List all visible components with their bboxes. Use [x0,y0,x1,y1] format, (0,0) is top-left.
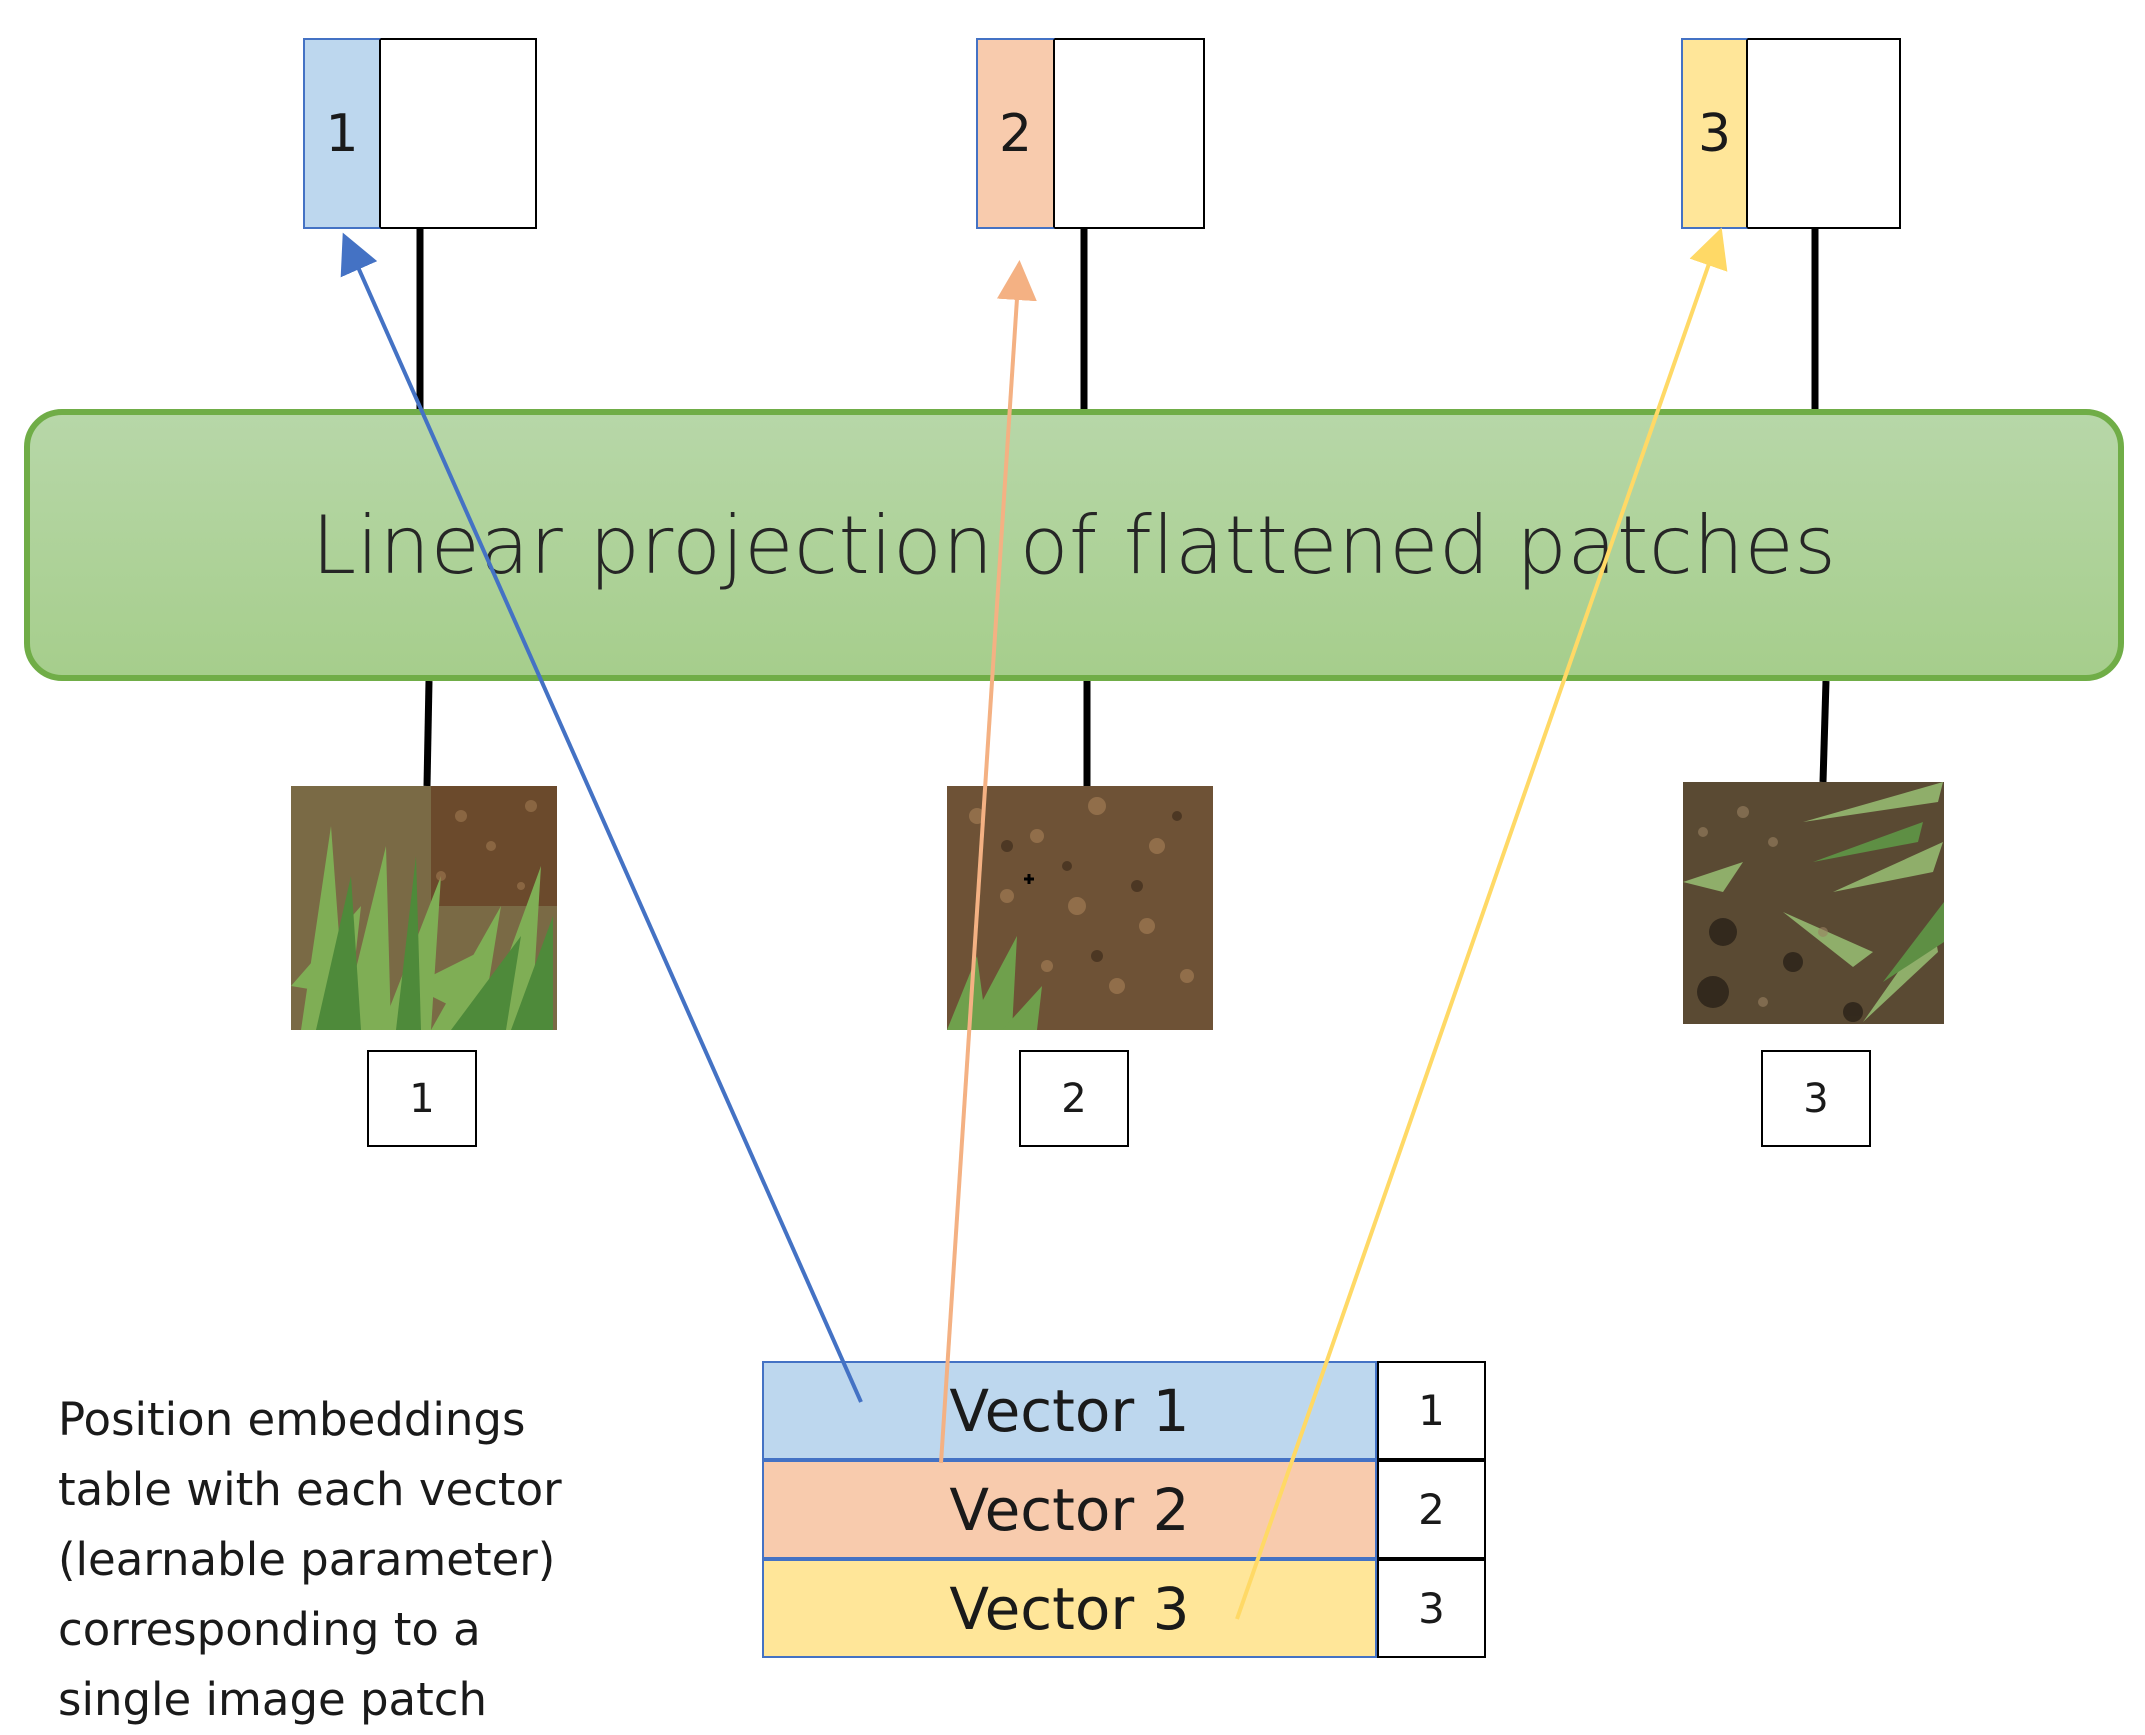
output-token-1-embedding [381,38,537,229]
caption-line: single image patch [58,1673,488,1726]
arrow-vector-2 [939,260,1037,1464]
linear-projection-label: Linear projection of flattened patches [311,498,1837,592]
position-embedding-index-2: 2 [1377,1460,1486,1559]
image-patch-2 [947,786,1213,1030]
output-token-1: 1 [303,38,537,229]
caption-line: (learnable parameter) [58,1533,556,1586]
output-token-2-embedding [1055,38,1205,229]
connector-line [1819,680,1830,783]
caption-line: corresponding to a [58,1603,481,1656]
arrow-vector-3 [1235,227,1728,1620]
image-patch-1 [291,786,557,1030]
output-token-2: 2 [976,38,1205,229]
position-embedding-index-1: 1 [1377,1361,1486,1460]
patch-index-3: 3 [1761,1050,1871,1147]
patch-index-2: 2 [1019,1050,1129,1147]
patch-index-1: 1 [367,1050,477,1147]
caption-line: Position embeddings [58,1393,526,1446]
output-token-2-position: 2 [976,38,1055,229]
connector-line [423,680,433,787]
output-token-1-position: 1 [303,38,381,229]
position-embeddings-caption: Position embeddings table with each vect… [58,1385,618,1735]
linear-projection-block: Linear projection of flattened patches [24,409,2124,681]
arrow-vector-1 [340,232,863,1403]
image-patch-3 [1683,782,1944,1024]
position-embedding-row-1: Vector 1 [762,1361,1377,1460]
position-embedding-row-3: Vector 3 [762,1559,1377,1658]
output-token-3-embedding [1748,38,1901,229]
caption-line: table with each vector [58,1463,562,1516]
output-token-3-position: 3 [1681,38,1748,229]
position-embedding-index-3: 3 [1377,1559,1486,1658]
output-token-3: 3 [1681,38,1901,229]
